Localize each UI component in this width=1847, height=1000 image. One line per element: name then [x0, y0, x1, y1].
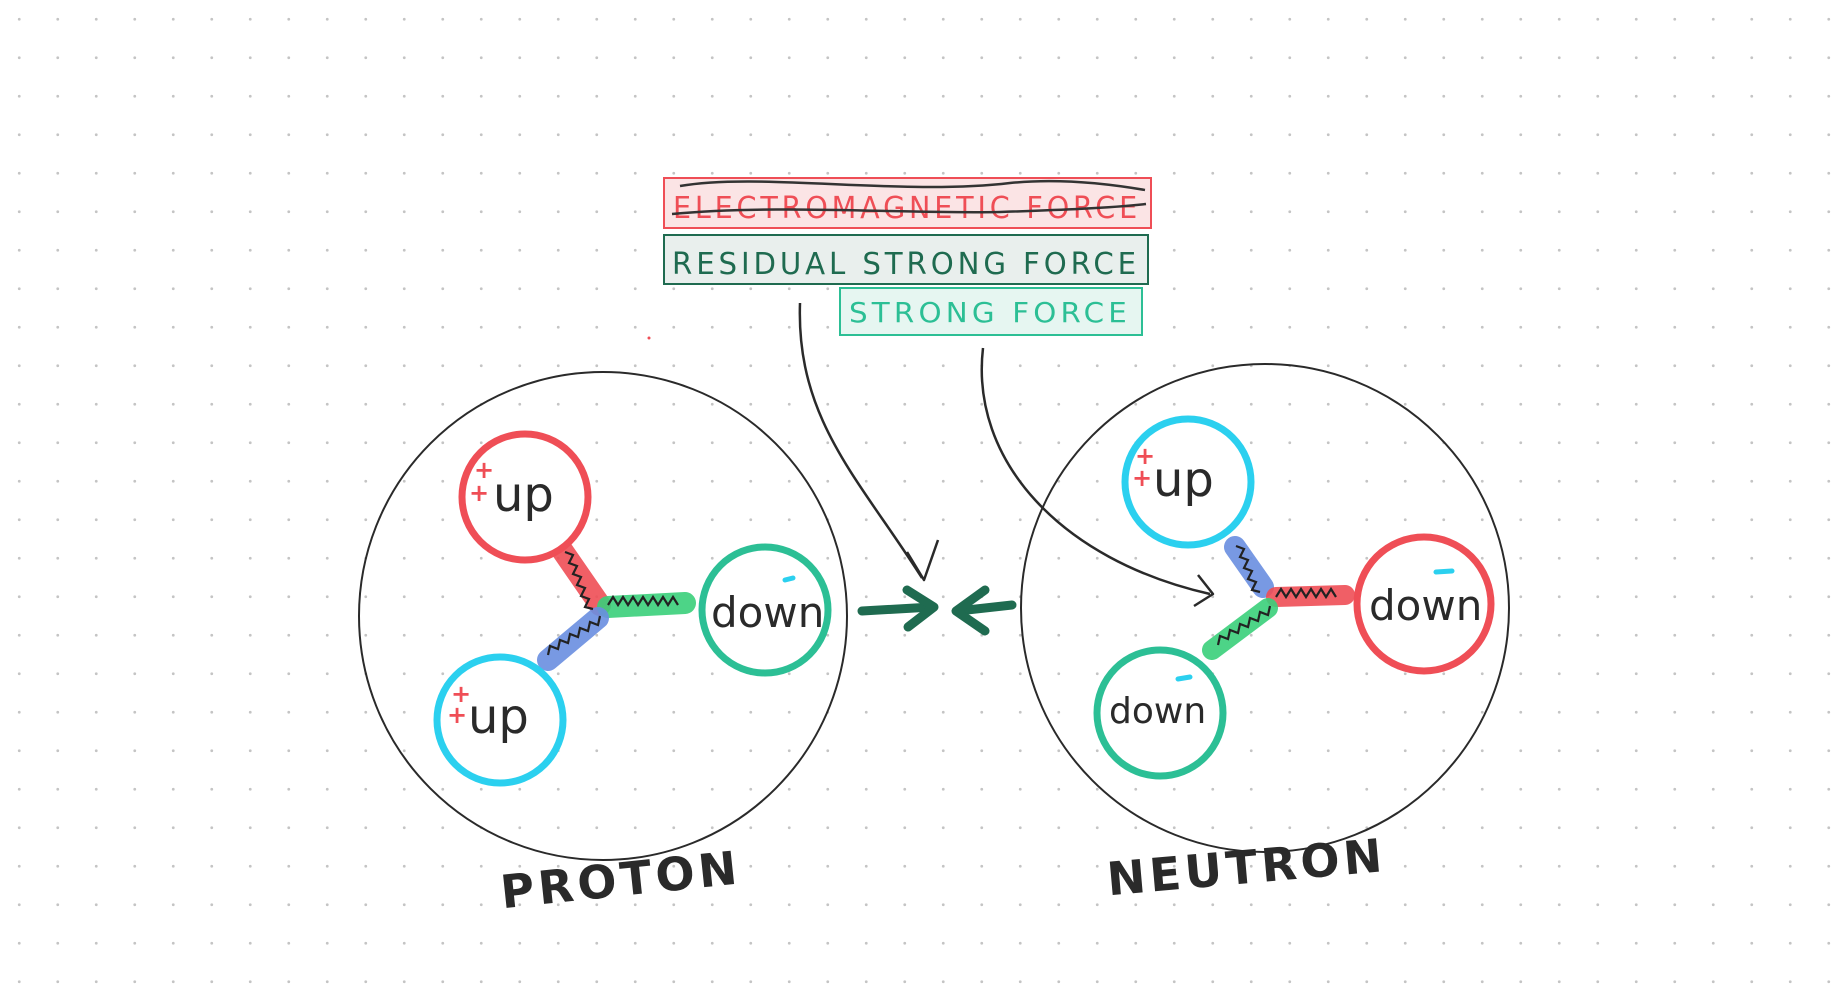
neutron-gluons — [1202, 536, 1355, 660]
strike-through-line-bottom — [671, 202, 1147, 216]
proton-title: PROTON — [498, 840, 744, 919]
residual-box — [663, 234, 1149, 285]
anti-charge-mark — [782, 575, 796, 583]
arrow-icon — [905, 539, 940, 582]
gluon-blue-bar — [1224, 536, 1274, 598]
proton-down-quark[interactable]: down — [698, 543, 832, 677]
proton[interactable]: + + up + + up down PROTON — [358, 371, 848, 919]
strike-through-line-top — [679, 179, 1146, 192]
strong-force-label[interactable]: STRONG FORCE — [839, 287, 1143, 336]
gluon-green-bar — [597, 592, 696, 618]
quark-circle-green — [698, 543, 832, 677]
quark-label: up — [493, 467, 554, 523]
proton-up-quark-top[interactable]: + + up — [458, 430, 592, 564]
residual-strong-force-label[interactable]: RESIDUAL STRONG FORCE — [663, 234, 1149, 285]
neutron-title: NEUTRON — [1105, 828, 1388, 906]
quark-label: down — [711, 588, 824, 637]
gluon-wave-icon — [564, 550, 594, 611]
attraction-arrows — [857, 585, 1017, 636]
gluon-wave-icon — [607, 594, 679, 608]
strong-text: STRONG FORCE — [849, 296, 1131, 329]
left-arrow-shaft — [857, 602, 937, 616]
quark-label: up — [468, 689, 529, 745]
quark-circle-red — [1353, 533, 1495, 675]
quark-circle-green — [1093, 646, 1227, 780]
charge-plus: + — [451, 680, 471, 708]
quark-label: up — [1153, 452, 1214, 508]
charge-plus: + — [447, 701, 467, 729]
proton-gluons — [537, 539, 696, 671]
neutron-circle — [1020, 363, 1510, 853]
quark-circle-blue — [433, 653, 567, 787]
gluon-wave-icon — [1216, 605, 1272, 646]
legend: ELECTROMAGNETIC FORCE RESIDUAL STRONG FO… — [647, 177, 1152, 340]
label-connectors — [798, 302, 1215, 608]
quark-circle-red — [458, 430, 592, 564]
neutron[interactable]: + + up down down NEUTRON — [1020, 363, 1510, 906]
charge-plus: + — [474, 456, 494, 484]
quark-circle-blue — [1121, 415, 1255, 549]
arrow-icon — [1193, 574, 1215, 608]
charge-plus: + — [1135, 442, 1155, 470]
charge-plus: + — [1132, 464, 1152, 492]
residual-text: RESIDUAL STRONG FORCE — [672, 247, 1140, 282]
gluon-wave-icon — [1235, 544, 1261, 594]
proton-circle — [358, 371, 848, 861]
anti-charge-mark — [1433, 568, 1455, 575]
right-arrow-shaft — [953, 600, 1017, 616]
strong-box — [839, 287, 1143, 336]
neutron-down-quark-bottom[interactable]: down — [1093, 646, 1227, 780]
strong-connector-line — [980, 347, 1211, 596]
gluon-wave-icon — [546, 615, 602, 656]
quark-label: down — [1109, 691, 1206, 732]
electromagnetic-force-label[interactable]: ELECTROMAGNETIC FORCE — [663, 177, 1152, 229]
gluon-wave-icon — [1275, 586, 1337, 600]
neutron-up-quark[interactable]: + + up — [1121, 415, 1255, 549]
arrow-icon — [902, 585, 939, 632]
neutron-down-quark-right[interactable]: down — [1353, 533, 1495, 675]
arrow-icon — [951, 585, 990, 636]
anti-charge-mark — [1175, 674, 1193, 682]
charge-plus: + — [469, 479, 489, 507]
quark-label: down — [1369, 581, 1482, 630]
residual-connector-line — [798, 302, 924, 579]
stray-dot — [647, 336, 651, 340]
proton-up-quark-bottom[interactable]: + + up — [433, 653, 567, 787]
